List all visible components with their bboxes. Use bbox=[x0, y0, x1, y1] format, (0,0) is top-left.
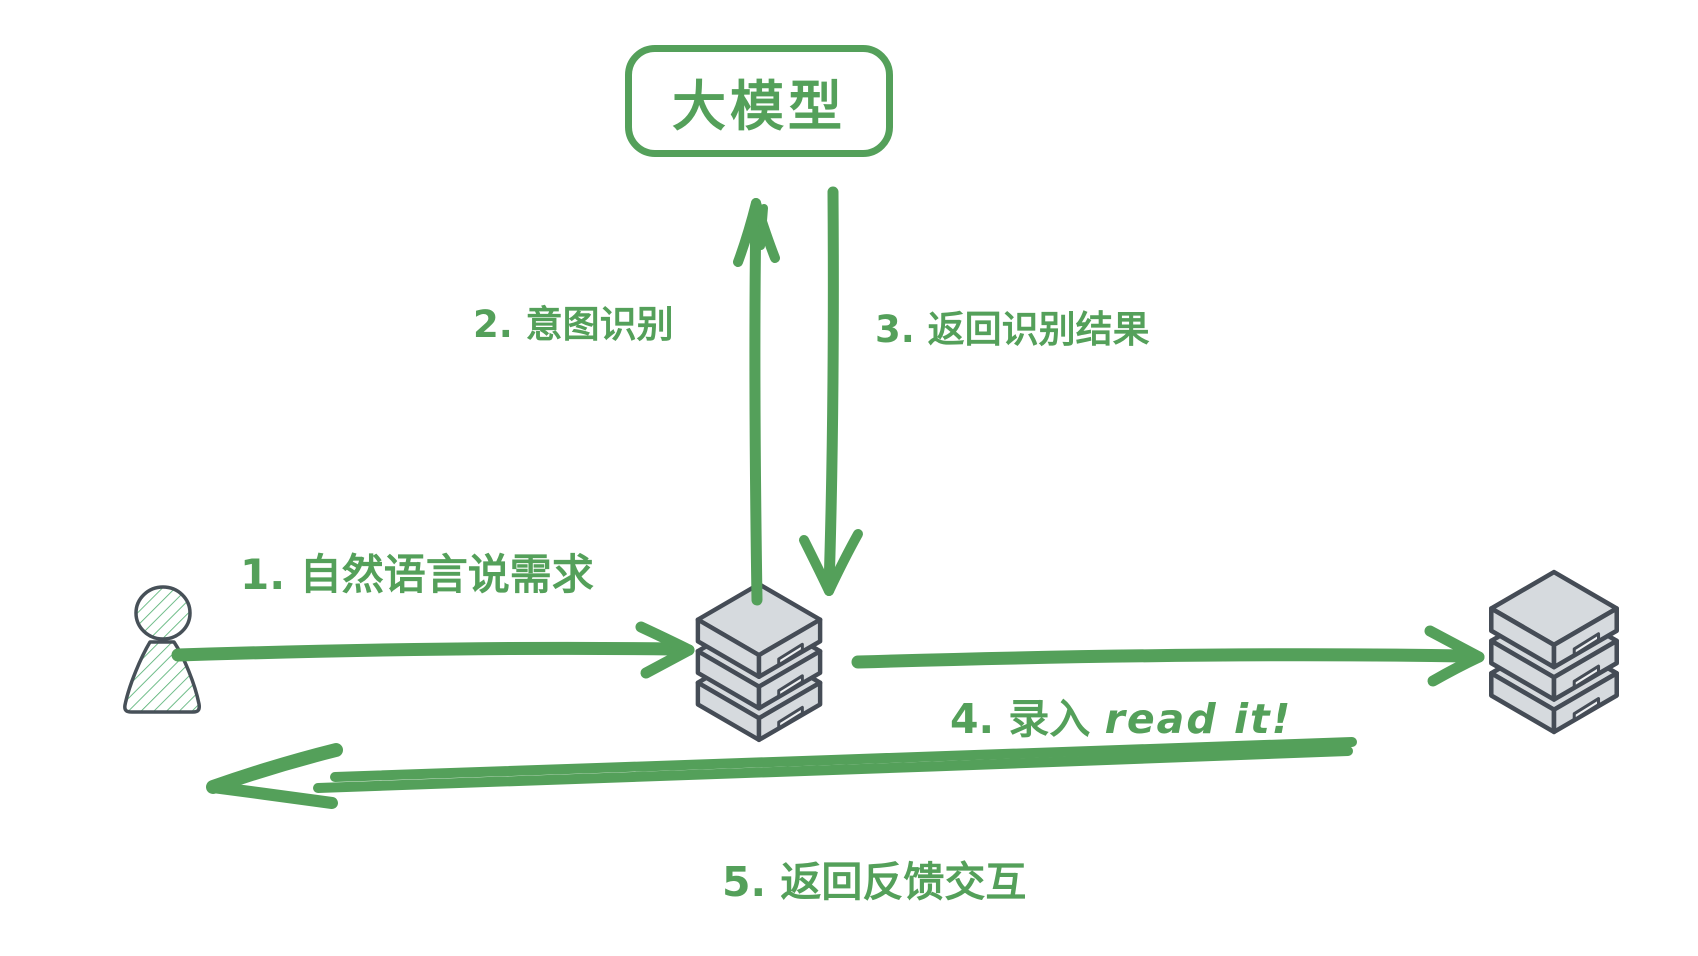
label-step1: 1. 自然语言说需求 bbox=[240, 550, 594, 599]
middle-server-icon bbox=[690, 580, 828, 746]
arrow-step4-store bbox=[851, 625, 1485, 687]
arrow-step1-request bbox=[171, 621, 695, 679]
label-step4-cjk: 4. 录入 bbox=[950, 695, 1105, 743]
user-icon bbox=[123, 585, 201, 714]
right-server-icon bbox=[1483, 568, 1625, 738]
label-step5: 5. 返回反馈交互 bbox=[722, 858, 1027, 906]
label-step4: 4. 录入 read it! bbox=[950, 695, 1293, 743]
model-node-label: 大模型 bbox=[672, 74, 846, 138]
model-node: 大模型 bbox=[625, 45, 893, 157]
label-step2: 2. 意图识别 bbox=[473, 303, 674, 346]
arrow-step3-result bbox=[799, 186, 863, 596]
arrow-step5-feedback bbox=[206, 737, 1357, 809]
arrow-step2-intent bbox=[733, 198, 780, 606]
label-step4-latin: read it! bbox=[1104, 695, 1293, 743]
label-step3: 3. 返回识别结果 bbox=[875, 308, 1150, 351]
